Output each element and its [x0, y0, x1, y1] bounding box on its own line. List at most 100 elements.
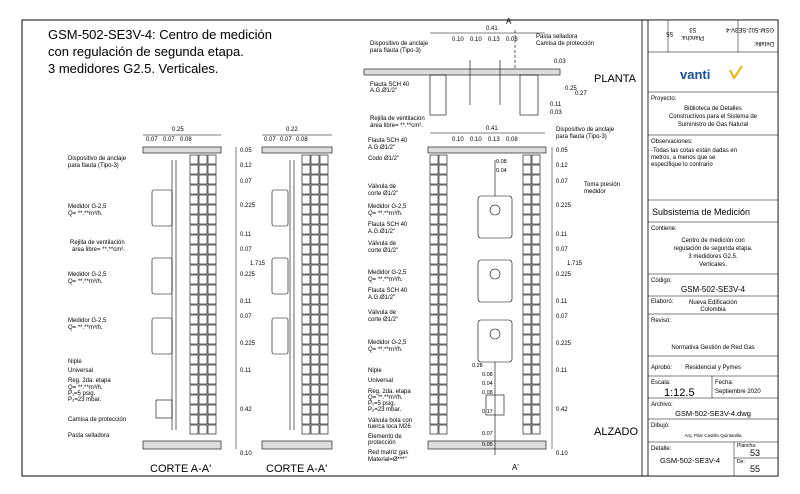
title-line-2: con regulación de segunda etapa. [48, 44, 244, 59]
lbl: Pasta selladora [536, 34, 578, 40]
fecha: Septiembre 2020 [715, 389, 761, 395]
brick [198, 394, 208, 405]
left-labels: Dispositivo de anclaje para flauta (Tipo… [68, 156, 127, 439]
lbl: Válvula de [368, 184, 397, 190]
lbl: A.G.Ø1/2" [368, 229, 395, 235]
brick [429, 414, 439, 425]
brick [198, 384, 208, 395]
brick [301, 194, 311, 205]
brick [301, 264, 311, 275]
dim: 0.225 [240, 203, 256, 209]
brick [301, 364, 311, 375]
brick [198, 314, 208, 325]
elevation-marker: A' [512, 463, 519, 472]
brick [438, 364, 448, 375]
elaboro-label: Elaboró: [651, 299, 674, 305]
brick [429, 264, 439, 275]
brick [522, 284, 532, 295]
plan-dims: 0.41 0.10 0.10 0.13 0.08 A 0.03 0.25 0.2… [430, 17, 587, 116]
lbl: tuerca loca M26 [368, 424, 411, 430]
brick [438, 334, 448, 345]
brick [531, 394, 541, 405]
brick [310, 364, 320, 375]
fecha-label: Fecha: [715, 380, 734, 386]
brick [438, 174, 448, 185]
rot-sheet-no: 55 [666, 30, 673, 36]
dim: 0.28 [472, 363, 483, 369]
reviso: Normativa Gestión de Red Gas [671, 345, 754, 351]
lbl: Rejilla de ventilación [70, 240, 125, 246]
brick [319, 334, 329, 345]
brick [319, 414, 329, 425]
brick [438, 324, 448, 335]
brick [189, 284, 199, 295]
brick [429, 174, 439, 185]
brick [319, 364, 329, 375]
brick [207, 314, 217, 325]
brick [522, 294, 532, 305]
brick [438, 414, 448, 425]
brick [207, 424, 217, 435]
brick [522, 344, 532, 355]
brick [429, 334, 439, 345]
dim: 0.10 [452, 37, 464, 43]
brick [531, 154, 541, 165]
lbl: Flauta SCH 40 [368, 288, 408, 294]
dim: 0.27 [575, 91, 587, 97]
dim: 0.07 [556, 314, 568, 320]
observ-line: especifique lo contrario [651, 162, 713, 168]
brick [531, 344, 541, 355]
dim: 0.10 [240, 451, 252, 457]
dim: 0.07 [240, 314, 252, 320]
brick [198, 364, 208, 375]
brick [189, 264, 199, 275]
dim: 0.08 [482, 372, 493, 378]
observ-line: metros, a menos que se [651, 155, 716, 161]
dim: 0.11 [240, 232, 252, 238]
dim: 0.41 [486, 26, 498, 32]
dim: 0.07 [482, 431, 493, 437]
brick [189, 154, 199, 165]
brick [429, 234, 439, 245]
brick [198, 154, 208, 165]
lbl: Medidor G-2,5 [68, 204, 107, 210]
brick [438, 204, 448, 215]
brick [207, 394, 217, 405]
brick [198, 334, 208, 345]
brick [301, 354, 311, 365]
brick [189, 374, 199, 385]
dim: 0.11 [240, 299, 252, 305]
brick [522, 244, 532, 255]
brick [438, 154, 448, 165]
dim: 0.03 [550, 110, 562, 116]
dim: 0.08 [482, 390, 493, 396]
brick [310, 304, 320, 315]
contiene-line: 3 medidores G2.5. [688, 254, 738, 260]
brick [310, 414, 320, 425]
title-block: Plancha: 53 55 Detalle: GSM-502-SE3V-4 v… [647, 19, 779, 477]
dim: 0.22 [286, 127, 298, 133]
elevation-label: ALZADO [594, 426, 638, 438]
brick [429, 304, 439, 315]
brick [531, 334, 541, 345]
lbl: P₂=23 mbar. [368, 407, 402, 413]
title-line-3: 3 medidores G2.5. Verticales. [48, 61, 219, 76]
lbl: Q= **.**m³/h. [68, 279, 103, 285]
lbl: Pasta selladora [68, 433, 110, 439]
brick [531, 164, 541, 175]
lbl: Flauta SCH 40 [370, 82, 410, 88]
dim: 0.11 [556, 368, 568, 374]
brick [207, 184, 217, 195]
lbl: corte Ø1/2" [368, 248, 398, 254]
brick [310, 394, 320, 405]
brick [319, 264, 329, 275]
dim: 0.25 [565, 86, 577, 92]
brick [198, 324, 208, 335]
brick [319, 404, 329, 415]
brick [429, 364, 439, 375]
left-section-view [142, 146, 222, 450]
brick [189, 394, 199, 405]
brick [207, 264, 217, 275]
aprobo: Residencial y Pymes [685, 365, 741, 371]
brick [438, 274, 448, 285]
